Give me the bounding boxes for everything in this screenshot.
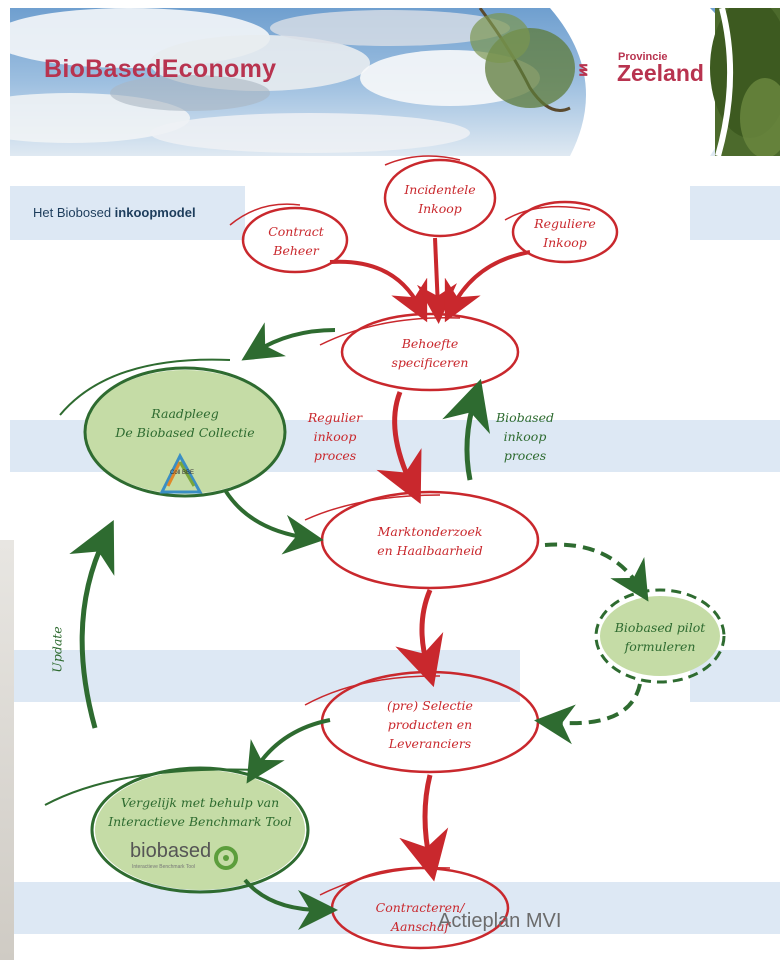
contracteren-label: Contracteren/Aanschaf <box>375 900 465 934</box>
biobased-logo-sub: Interactieve Benchmark Tool <box>132 864 195 870</box>
sky-image <box>10 8 780 156</box>
band-row-4 <box>10 882 780 934</box>
raadpleeg-node <box>83 366 287 498</box>
vergelijk-fill <box>95 770 305 890</box>
band-row-1-right <box>690 186 780 240</box>
biobased-logo-word: biobased <box>130 840 212 862</box>
reguliere-node <box>511 200 619 264</box>
collectie-logo-icon <box>159 452 203 494</box>
biobased-target-icon <box>214 846 238 870</box>
diagram-subtitle: Het Biobosed inkoopmodel <box>33 205 196 220</box>
province-label: Provincie <box>618 51 668 63</box>
raadpleeg-fill <box>85 370 285 494</box>
collectie-logo-text: Coll BBE <box>170 470 195 476</box>
pilot-fill <box>600 596 720 676</box>
contract-node <box>241 206 349 274</box>
footer-caption: Actieplan MVI <box>438 910 562 932</box>
incidentele-node <box>383 158 497 238</box>
update-label: Update <box>49 626 65 673</box>
vergelijk-node <box>90 766 310 894</box>
province-name: Zeeland <box>617 60 704 86</box>
zeeland-logo-icon <box>579 64 588 76</box>
pilot-node <box>594 588 726 684</box>
left-edge-shade <box>0 540 14 960</box>
band-row-1 <box>10 186 245 240</box>
header-banner <box>10 8 780 156</box>
brand-title: BioBasedEconomy <box>44 55 277 83</box>
